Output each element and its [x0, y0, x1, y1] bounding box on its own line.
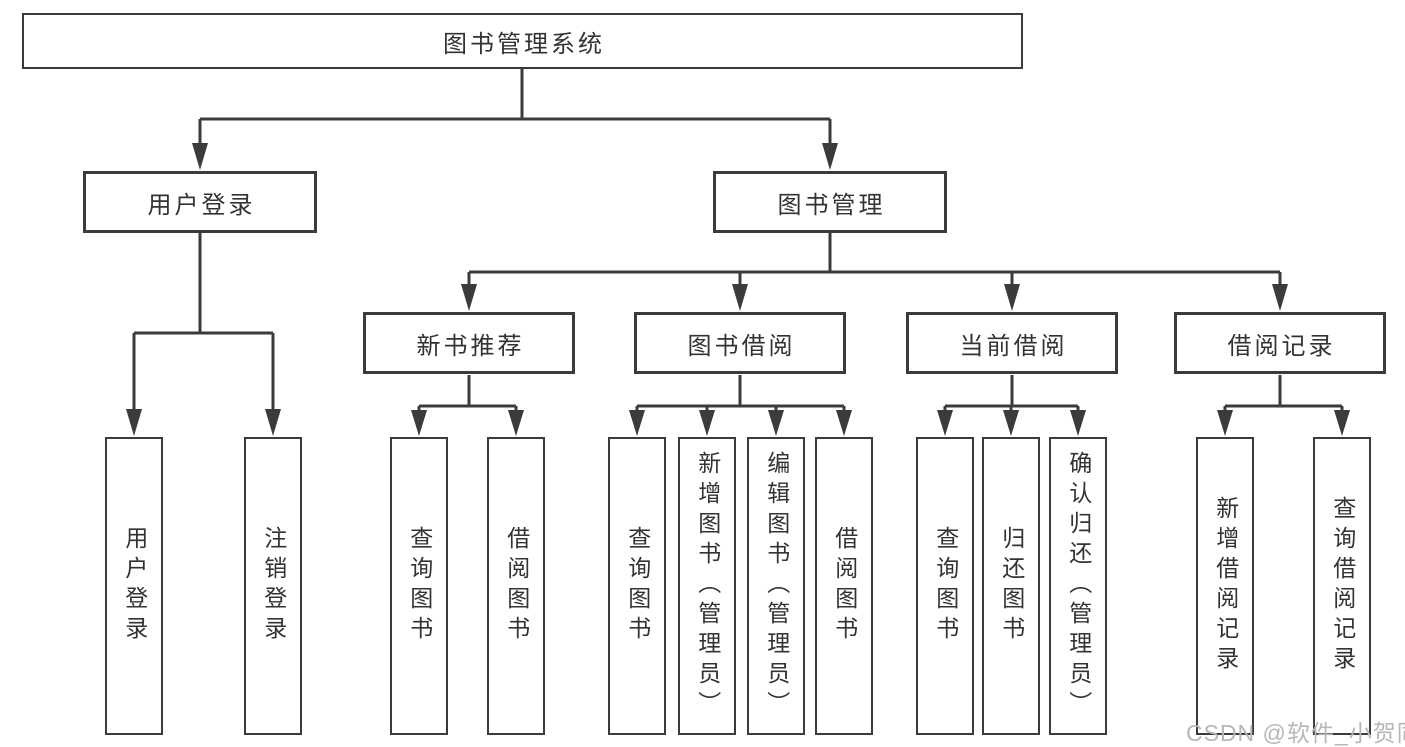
leaf-query-borrow-record: 查询借阅记录 — [1313, 437, 1371, 735]
node-borrow-records: 借阅记录 — [1174, 312, 1386, 374]
connector-book-borrow-to-leaves — [629, 375, 852, 436]
leaf-add-book-admin: 新增图书（管理员） — [678, 437, 736, 735]
leaf-query-books-recommend: 查询图书 — [390, 437, 448, 735]
node-book-borrow: 图书借阅 — [634, 312, 846, 374]
connector-new-book-recommend-to-leaves — [411, 375, 524, 436]
node-book-management: 图书管理 — [713, 171, 947, 233]
leaf-query-books-borrow: 查询图书 — [608, 437, 666, 735]
node-current-borrow: 当前借阅 — [906, 312, 1118, 374]
node-new-book-recommend: 新书推荐 — [363, 312, 575, 374]
leaf-return-book: 归还图书 — [982, 437, 1040, 735]
connector-user-login-to-leaves — [126, 233, 281, 436]
leaf-confirm-return-admin: 确认归还（管理员） — [1049, 437, 1107, 735]
leaf-query-books-current: 查询图书 — [916, 437, 974, 735]
leaf-edit-book-admin: 编辑图书（管理员） — [747, 437, 805, 735]
leaf-logout: 注销登录 — [244, 437, 302, 735]
leaf-borrow-books: 借阅图书 — [815, 437, 873, 735]
connector-root-to-level2 — [192, 69, 838, 170]
connector-borrow-records-to-leaves — [1217, 375, 1350, 436]
leaf-add-borrow-record: 新增借阅记录 — [1196, 437, 1254, 735]
leaf-user-login: 用户登录 — [105, 437, 163, 735]
node-user-login: 用户登录 — [83, 171, 317, 233]
connector-book-management-to-level3 — [461, 233, 1288, 311]
node-root: 图书管理系统 — [22, 13, 1023, 69]
csdn-watermark: CSDN @软件_小贺同学 — [1186, 720, 1405, 746]
connector-current-borrow-to-leaves — [937, 375, 1086, 436]
leaf-borrow-books-recommend: 借阅图书 — [487, 437, 545, 735]
